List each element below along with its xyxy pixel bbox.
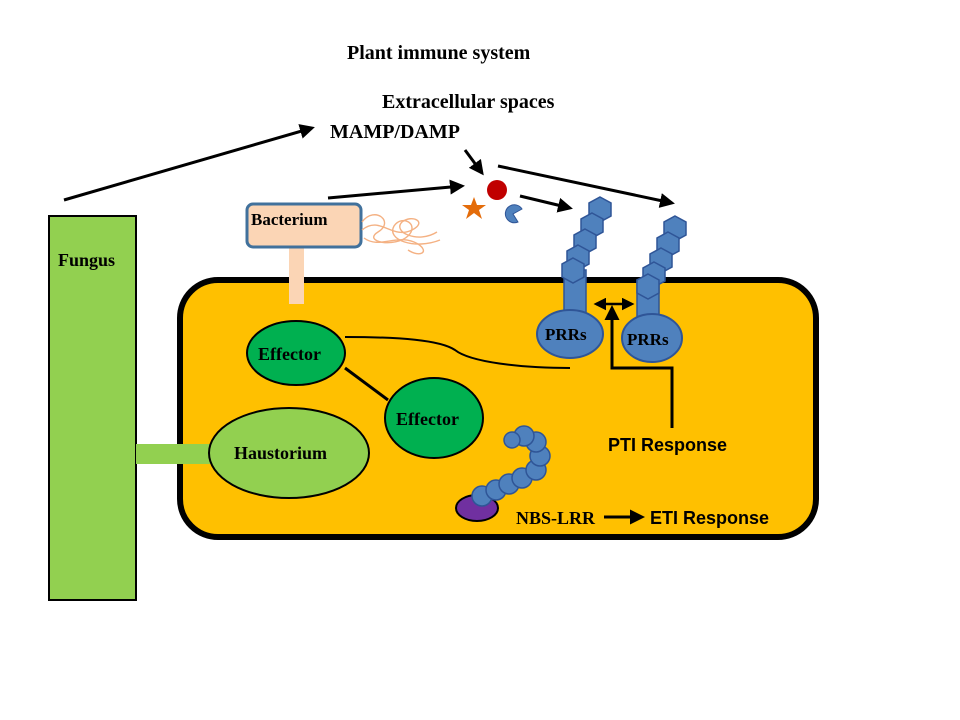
damp-molecule-dot [487, 180, 507, 200]
pti-response-label: PTI Response [608, 435, 727, 455]
pti-signal-path [604, 305, 674, 428]
bacterium-flagella [361, 214, 441, 255]
fungus-block [48, 215, 137, 601]
fungus-haustorium-connector [136, 444, 216, 464]
prr-receptor-2 [636, 215, 687, 326]
mamp-down-arrow [463, 149, 484, 176]
haustorium-label: Haustorium [234, 443, 327, 463]
eti-response-label: ETI Response [650, 508, 769, 528]
prr-receptor-2-body [621, 313, 683, 363]
mamp-star-molecule [462, 197, 486, 219]
extracellular-label: Extracellular spaces [382, 91, 555, 113]
nbs-lrr-label: NBS-LRR [516, 508, 596, 528]
pacman-molecule [504, 204, 523, 224]
bacterium-to-mamp-arrow [327, 179, 465, 200]
mamp-damp-label: MAMP/DAMP [330, 121, 460, 143]
effector-link [344, 366, 389, 402]
bacterium-label: Bacterium [251, 210, 327, 229]
bacterium-stem [289, 246, 304, 304]
effector-1-label: Effector [258, 344, 321, 364]
mamp-to-prr1-arrow [519, 194, 573, 213]
nbs-lrr-chain [471, 425, 551, 507]
prr-1-label: PRRs [545, 325, 587, 344]
bacterium [245, 202, 363, 249]
effector-2 [384, 377, 484, 459]
prr-receptor-1-body [536, 309, 604, 359]
prr-2-label: PRRs [627, 330, 669, 349]
fungus-to-mamp-arrow [63, 124, 315, 202]
fungus-label: Fungus [58, 250, 115, 270]
effector-1 [246, 320, 346, 386]
effector-suppression-line [344, 336, 571, 369]
haustorium [208, 407, 370, 499]
effector-2-label: Effector [396, 409, 459, 429]
prr-receptor-1 [561, 196, 612, 326]
mamp-to-prr2-arrow [497, 164, 675, 208]
diagram-title: Plant immune system [347, 42, 531, 64]
